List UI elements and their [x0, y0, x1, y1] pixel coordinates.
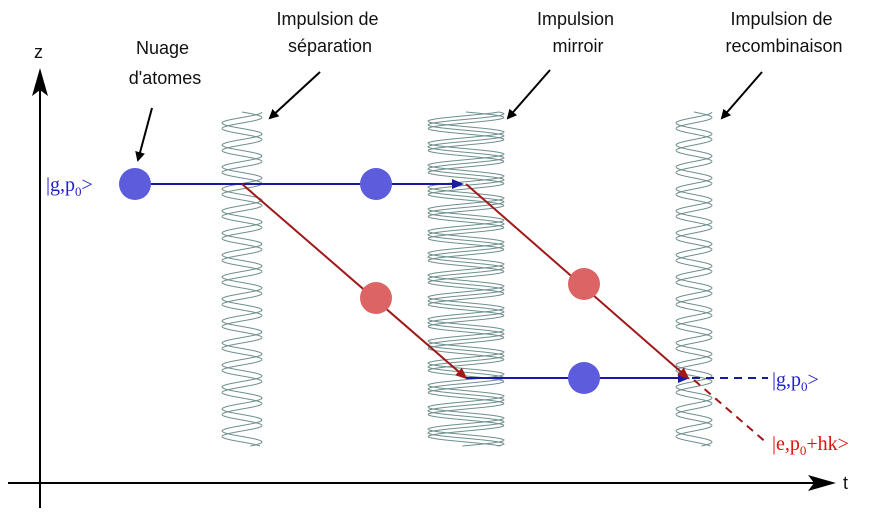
split-pulse-label: Impulsion de séparation [276, 9, 383, 56]
mirror-pulse-beam-strand [427, 111, 505, 447]
mirror-callout-arrow [506, 69, 551, 120]
atom-excited-after-mirror [568, 268, 600, 300]
recomb-pulse-beam [675, 111, 713, 447]
recomb-pulse-label: Impulsion de recombinaison [725, 9, 842, 56]
split-pulse-beam-strand [221, 111, 263, 447]
atom-ground-after-mirror [568, 362, 600, 394]
split-pulse-beam [221, 111, 263, 447]
mirror-pulse-label: Impulsion mirroir [537, 9, 619, 56]
atom-excited-after-split [360, 282, 392, 314]
atom-ground-after-split [360, 168, 392, 200]
excited-path-lower-branch [241, 183, 468, 380]
recomb-pulse-beam-strand [675, 111, 713, 447]
cloud-callout-arrow [135, 107, 153, 162]
recomb-pulse-beam-strand [675, 111, 713, 447]
recomb-callout-arrow [720, 71, 763, 120]
split-callout-arrow [268, 71, 321, 120]
z-axis-label: z [34, 42, 43, 62]
mirror-pulse-beam [427, 111, 505, 447]
state-g-initial: |g,p0> [46, 174, 93, 199]
z-axis-arrowhead [32, 68, 48, 96]
cloud-label: Nuage d'atomes [129, 38, 201, 88]
mirror-pulse-beam-strand [427, 111, 505, 447]
atom-cloud-ground [119, 168, 151, 200]
state-e-final: |e,p0+hk> [772, 433, 849, 458]
t-axis-arrowhead [808, 475, 836, 491]
output-excited-dashed [693, 379, 769, 445]
state-g-final: |g,p0> [772, 369, 819, 394]
split-pulse-beam-strand [221, 111, 263, 447]
t-axis-label: t [843, 473, 848, 493]
